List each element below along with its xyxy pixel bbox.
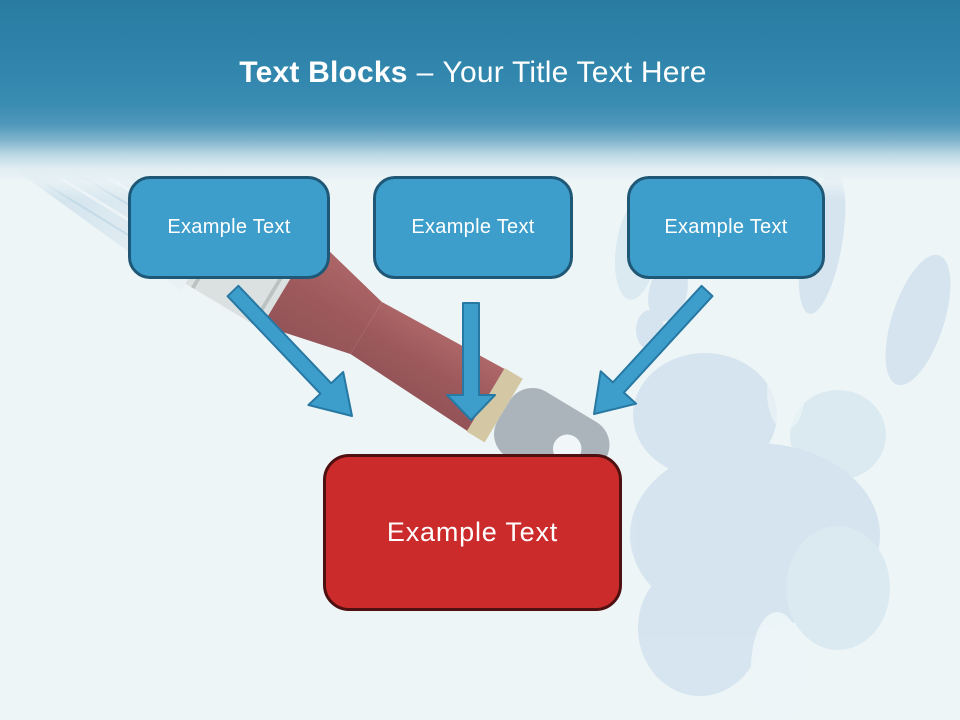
text-block-2-label: Example Text [411,216,535,238]
text-block-1[interactable]: Example Text [128,176,330,279]
text-block-3-label: Example Text [664,216,788,238]
text-block-2[interactable]: Example Text [373,176,573,279]
result-block[interactable]: Example Text [323,454,622,611]
title-separator: – [416,56,434,89]
header-band [0,0,960,200]
result-block-label: Example Text [386,517,559,547]
text-block-3[interactable]: Example Text [627,176,825,279]
title-bold-text: Text Blocks [239,56,408,89]
text-block-1-label: Example Text [167,216,291,238]
slide-title[interactable]: Text Blocks–Your Title Text Here [0,56,946,91]
arrow-right-icon [593,284,714,415]
arrow-left-icon [226,284,353,417]
arrow-middle-icon [446,302,496,421]
handprint-notch [767,354,805,430]
title-subtitle-text: Your Title Text Here [442,56,707,89]
handprint-notch [751,612,803,720]
